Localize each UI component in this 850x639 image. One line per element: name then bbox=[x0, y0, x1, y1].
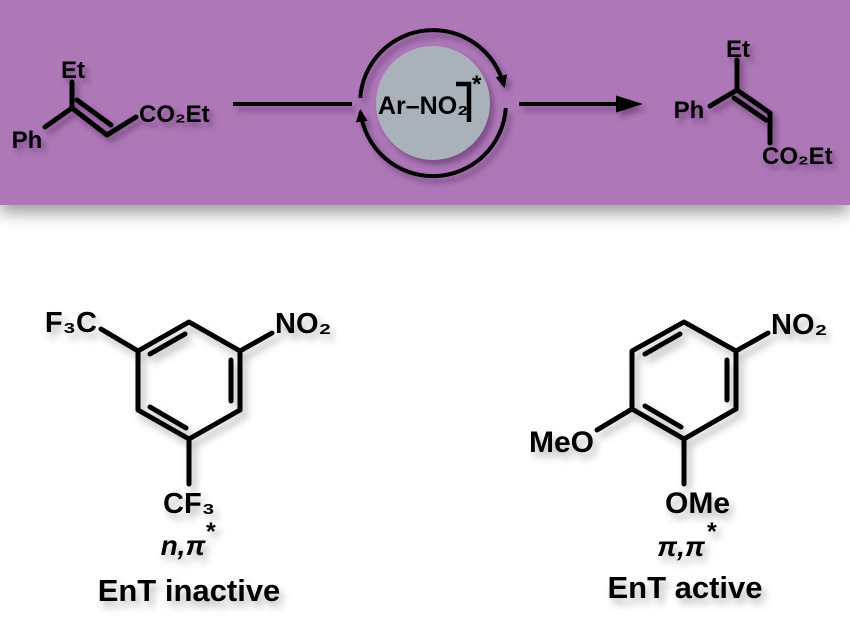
hub-circle bbox=[376, 46, 490, 160]
reaction-arrow-right bbox=[519, 95, 643, 113]
catalyst-cycle-hub: Ar–NO₂ * bbox=[355, 28, 508, 179]
substituent-ome: OMe bbox=[665, 487, 730, 520]
excited-state-label: π,π bbox=[657, 531, 706, 562]
product-et-label: Et bbox=[726, 36, 750, 63]
excited-state-bracket bbox=[456, 81, 472, 122]
ring-double-bond-1 bbox=[642, 331, 683, 357]
bond-phenyl bbox=[707, 87, 740, 109]
reactant-ph-label: Ph bbox=[12, 127, 43, 154]
substituent-f3c: F₃C bbox=[45, 307, 97, 339]
product-ester-label: CO₂Et bbox=[762, 143, 833, 170]
substituent-no2: NO₂ bbox=[275, 308, 331, 340]
catalyst-ent-active-structure: NO₂ MeO OMe π,π * EnT active bbox=[529, 309, 827, 605]
substituent-cf3: CF₃ bbox=[163, 488, 215, 520]
catalyst-ent-inactive-structure: F₃C NO₂ CF₃ n,π * EnT inactive bbox=[45, 307, 331, 608]
catalyst-hub-label: Ar–NO₂ bbox=[378, 92, 468, 120]
excited-state-star: * bbox=[472, 71, 482, 98]
substituent-no2: NO₂ bbox=[771, 309, 827, 341]
benzene-ring bbox=[135, 319, 243, 442]
ring-double-bond-1 bbox=[147, 331, 188, 357]
double-bond-second bbox=[74, 97, 114, 128]
product-ph-label: Ph bbox=[674, 97, 705, 124]
bond-no2 bbox=[237, 330, 275, 354]
excited-state-star: * bbox=[206, 518, 216, 546]
ring-double-bond-3 bbox=[147, 404, 189, 431]
cycle-arc-bottom bbox=[355, 107, 508, 179]
excited-state-label: n,π bbox=[161, 530, 207, 561]
product-structure: Et Ph CO₂Et bbox=[674, 36, 833, 170]
bond-cf3-top-left bbox=[98, 326, 141, 354]
double-bond-second bbox=[731, 95, 769, 123]
bond-phenyl bbox=[42, 105, 75, 130]
reactant-structure: Et Ph CO₂Et bbox=[12, 57, 210, 154]
ring-double-bond-3 bbox=[642, 403, 684, 430]
benzene-ring bbox=[629, 319, 739, 442]
reactant-ester-label: CO₂Et bbox=[139, 101, 210, 128]
activity-label: EnT inactive bbox=[98, 573, 281, 608]
substituent-meo: MeO bbox=[529, 426, 594, 459]
activity-label: EnT active bbox=[607, 570, 762, 605]
reactant-et-label: Et bbox=[61, 57, 85, 84]
excited-state-star: * bbox=[707, 518, 717, 546]
double-bond-main bbox=[734, 87, 773, 116]
bond-ester bbox=[104, 114, 139, 138]
bond-meo bbox=[594, 406, 635, 433]
reaction-arrowhead bbox=[616, 95, 643, 113]
cycle-arc-top bbox=[358, 28, 508, 99]
double-bond-main bbox=[69, 105, 110, 138]
bond-no2 bbox=[733, 330, 771, 354]
